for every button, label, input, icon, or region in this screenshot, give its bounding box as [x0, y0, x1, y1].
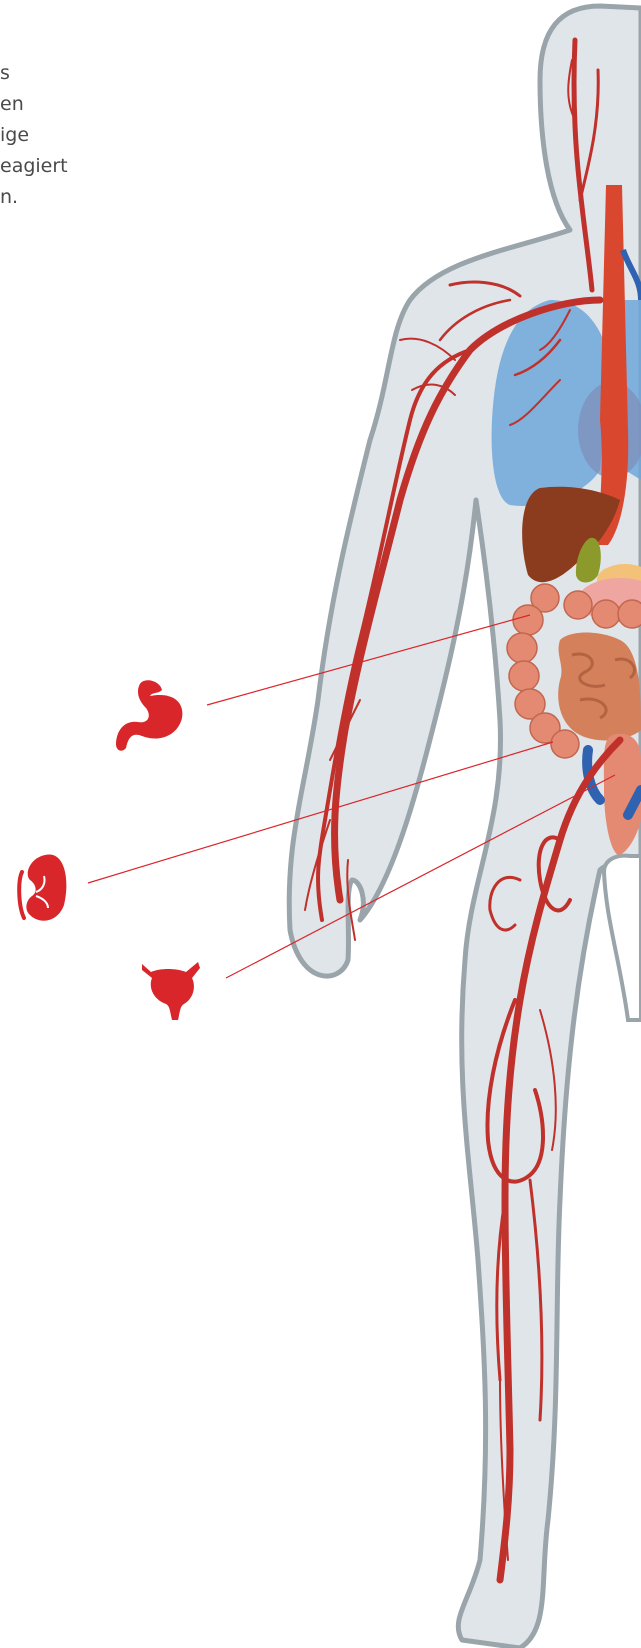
kidney-icon[interactable] — [19, 854, 66, 920]
stomach-icon[interactable] — [116, 680, 182, 750]
bladder-icon[interactable] — [142, 962, 200, 1020]
leg-gap — [604, 856, 641, 1020]
